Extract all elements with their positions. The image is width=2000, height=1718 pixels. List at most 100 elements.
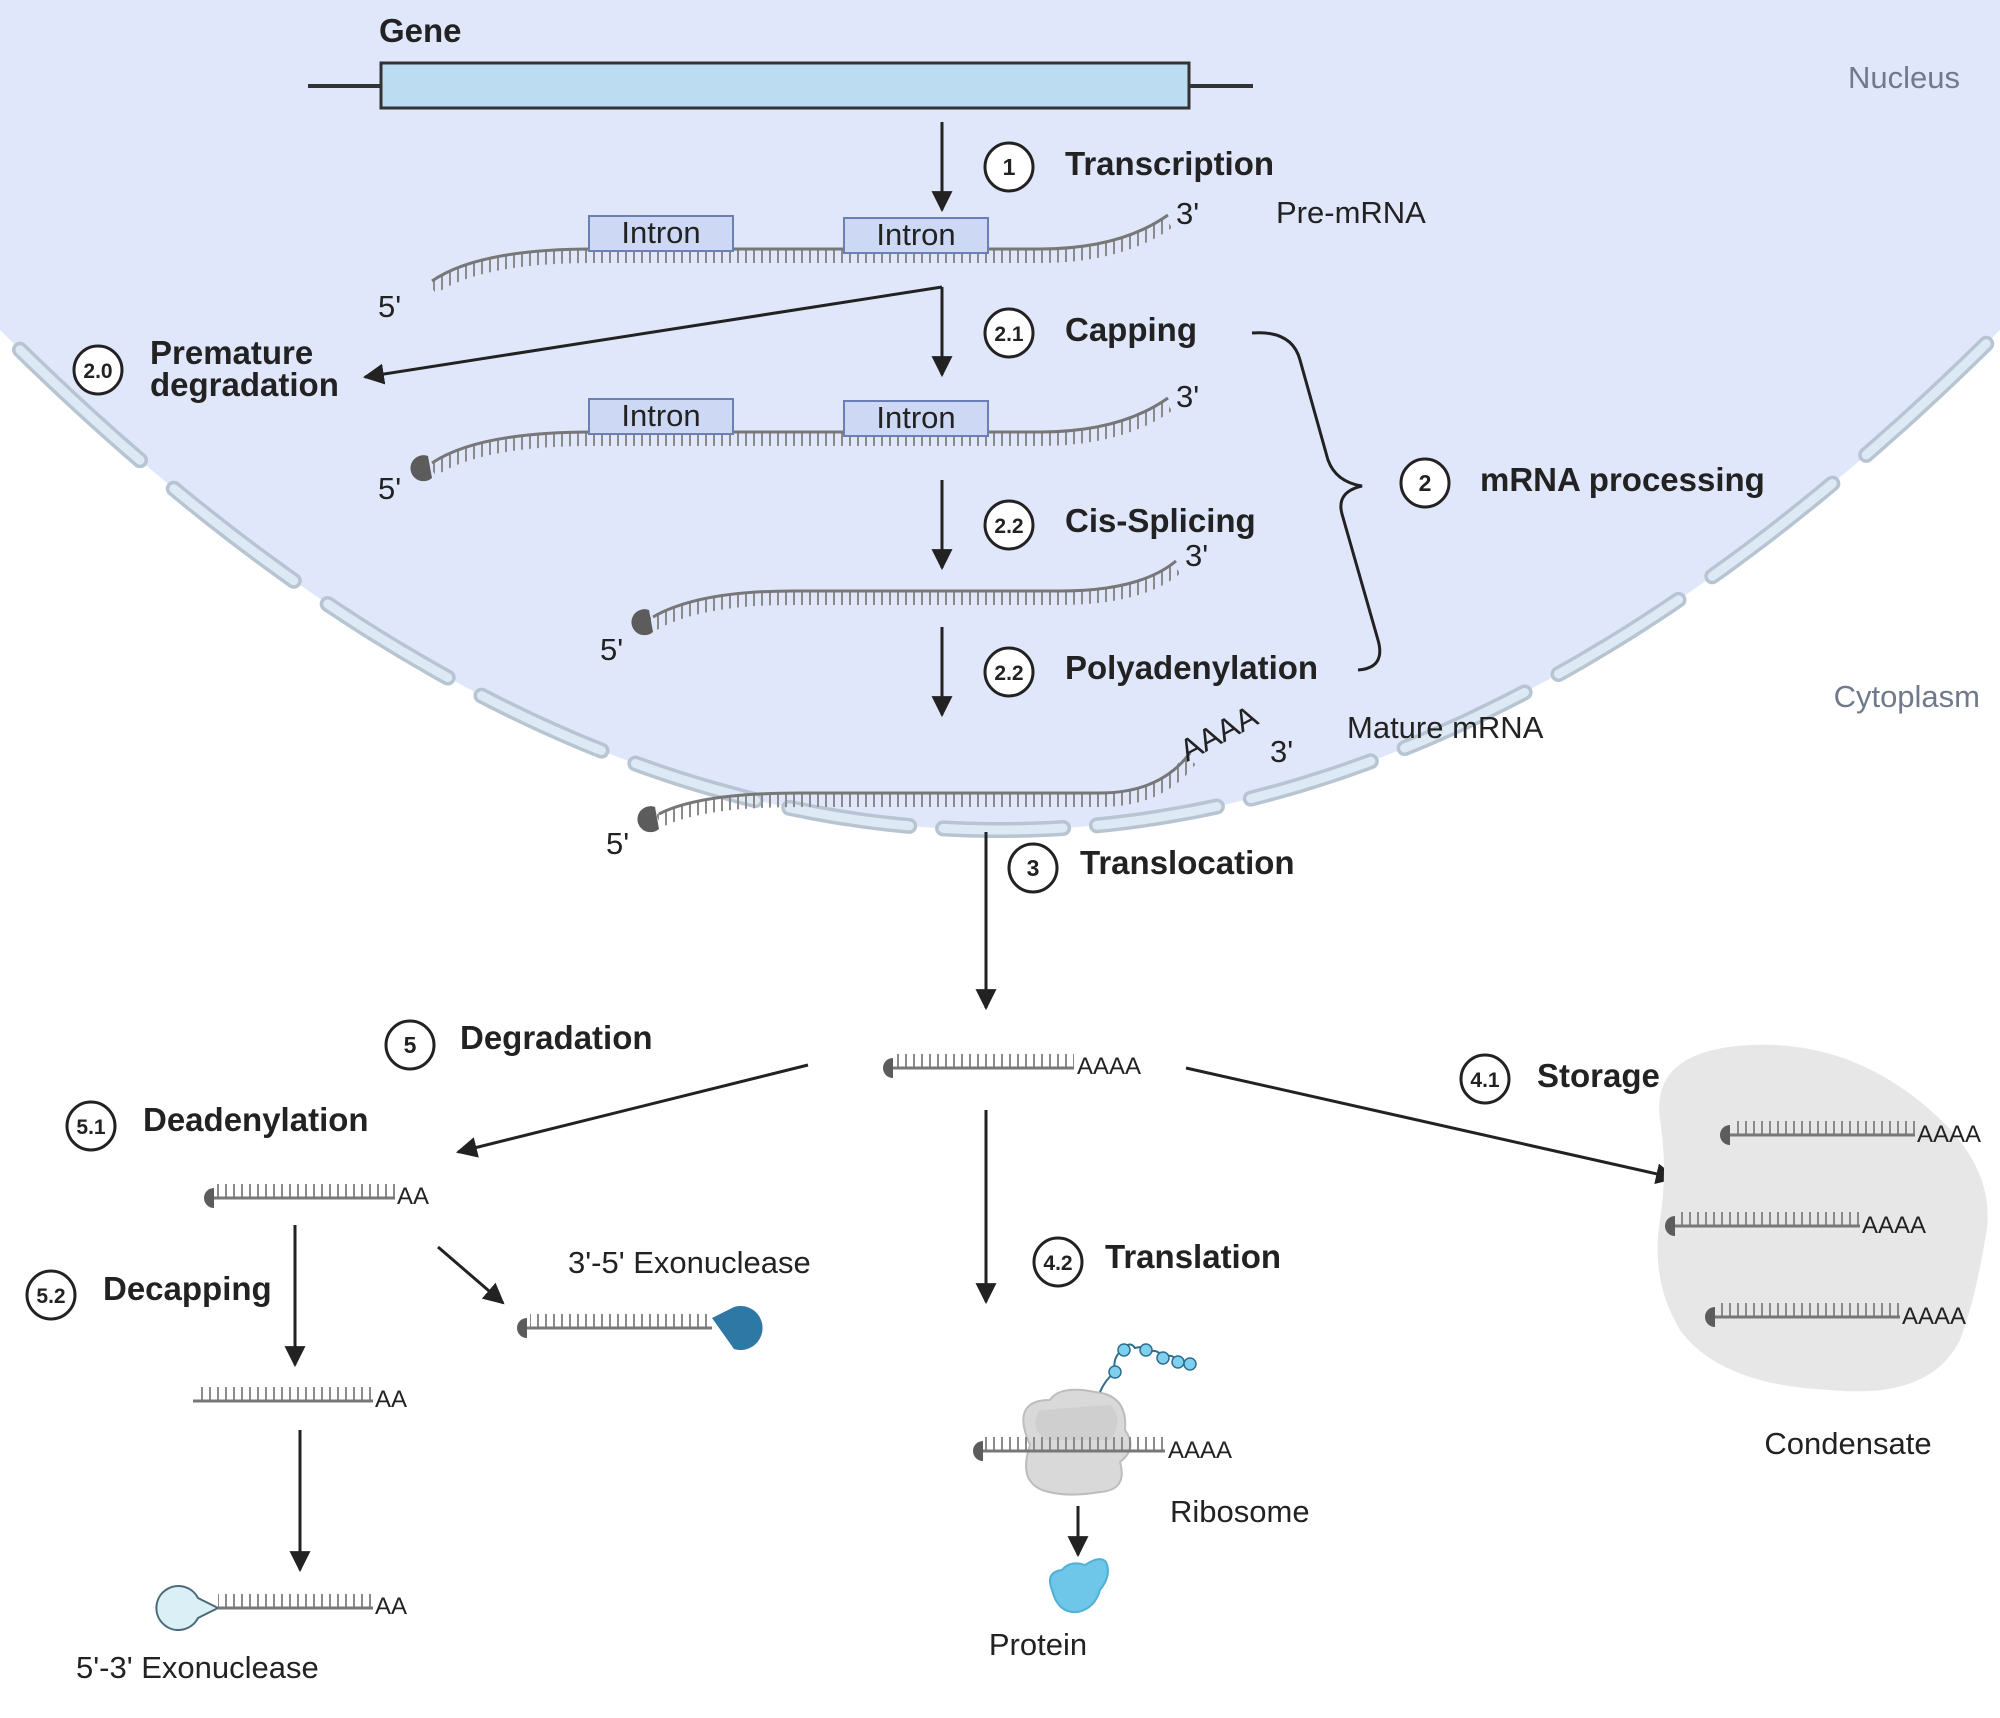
intron-label: Intron xyxy=(876,400,955,435)
step-2-0-badge: 2.0 xyxy=(72,344,124,396)
arrow-3-5-exonuclease xyxy=(437,1245,505,1305)
pre-mrna: Intron Intron 5' 3' Pre-mRNA xyxy=(378,195,1426,324)
nucleus-label: Nucleus xyxy=(1848,60,1960,95)
step-4-1-badge: 4.1 xyxy=(1459,1053,1511,1105)
poly-a-tail-short: AA xyxy=(375,1593,407,1620)
step-2-2b-badge: 2.2 xyxy=(983,646,1035,698)
step-1-badge: 1 xyxy=(983,141,1035,193)
step-2-0-label: Premature xyxy=(150,334,313,371)
stored-mrna: AAAA xyxy=(1720,1121,1981,1148)
arrow-degradation xyxy=(455,1063,809,1158)
condensate-label: Condensate xyxy=(1764,1426,1931,1461)
five-prime-label: 5' xyxy=(600,632,623,667)
three-prime-label: 3' xyxy=(1176,196,1199,231)
intron-box xyxy=(843,400,989,437)
gene-label: Gene xyxy=(379,12,462,49)
poly-a-tail-short: AA xyxy=(375,1386,407,1413)
svg-text:2.2: 2.2 xyxy=(994,662,1023,685)
step-2-label: mRNA processing xyxy=(1480,461,1765,498)
step-5-label: Degradation xyxy=(460,1019,653,1056)
protein-icon xyxy=(1049,1558,1109,1614)
step-5-2-label: Decapping xyxy=(103,1270,272,1307)
envelope-segment-inner xyxy=(1861,339,1991,460)
five-prime-cap xyxy=(637,806,659,833)
step-2-1-label: Capping xyxy=(1065,311,1197,348)
step-2-1-badge: 2.1 xyxy=(983,307,1035,359)
protein-label: Protein xyxy=(989,1627,1087,1662)
svg-text:AAAA: AAAA xyxy=(1917,1121,1981,1148)
pre-mrna-label: Pre-mRNA xyxy=(1276,195,1426,230)
svg-text:5.2: 5.2 xyxy=(36,1285,65,1308)
envelope-segment-inner xyxy=(1400,687,1530,753)
five-prime-label: 5' xyxy=(378,471,401,506)
mature-mrna-label: Mature mRNA xyxy=(1347,710,1544,745)
condensate: AAAA AAAA AAAA xyxy=(1657,1044,1988,1392)
ribosome-complex: AAAA xyxy=(973,1343,1232,1496)
stored-mrna: AAAA xyxy=(1705,1303,1966,1330)
poly-a-tail: AAAA xyxy=(1077,1053,1141,1080)
nucleus xyxy=(0,0,2000,830)
intron-box xyxy=(588,215,734,252)
exo-3-5-label: 3'-5' Exonuclease xyxy=(568,1245,811,1280)
capped-pre-mrna: Intron Intron 5' 3' xyxy=(378,379,1199,506)
step-4-2-label: Translation xyxy=(1105,1238,1281,1275)
five-prime-label: 5' xyxy=(606,826,629,861)
step-4-1-label: Storage xyxy=(1537,1057,1660,1094)
envelope-segment-inner xyxy=(938,823,1068,835)
step-5-2-badge: 5.2 xyxy=(25,1269,77,1321)
step-5-badge: 5 xyxy=(384,1019,436,1071)
mrna-with-5-3-exonuclease: AA xyxy=(155,1585,407,1631)
cytoplasmic-mrna: AAAA xyxy=(883,1053,1141,1080)
envelope-segment-inner xyxy=(1092,802,1222,830)
arrow-premature-degradation xyxy=(362,285,943,385)
deadenylated-mrna: AA xyxy=(204,1183,429,1210)
gene-box xyxy=(379,61,1191,110)
five-prime-label: 5' xyxy=(378,289,401,324)
envelope-segment-inner xyxy=(784,803,914,831)
five-prime-cap xyxy=(410,455,432,482)
intron-label: Intron xyxy=(876,217,955,252)
step-5-1-label: Deadenylation xyxy=(143,1101,369,1138)
svg-text:3: 3 xyxy=(1027,855,1040,881)
envelope-segment-inner xyxy=(1554,595,1683,679)
five-prime-cap xyxy=(204,1188,214,1208)
gene: Gene xyxy=(308,12,1253,110)
three-prime-label: 3' xyxy=(1185,538,1208,573)
mrna-with-3-5-exonuclease xyxy=(517,1305,763,1350)
five-prime-cap xyxy=(973,1441,983,1461)
step-1-label: Transcription xyxy=(1065,145,1274,182)
envelope-segment-inner xyxy=(15,345,145,465)
svg-text:4.2: 4.2 xyxy=(1043,1252,1072,1275)
arrow-storage xyxy=(1185,1066,1678,1185)
five-prime-cap xyxy=(883,1058,893,1078)
svg-text:2.1: 2.1 xyxy=(994,323,1024,346)
step-3-badge: 3 xyxy=(1007,842,1059,894)
svg-text:2.0: 2.0 xyxy=(83,360,112,383)
exonuclease-3-5-icon xyxy=(712,1305,763,1350)
intron-label: Intron xyxy=(621,398,700,433)
step-4-2-badge: 4.2 xyxy=(1032,1236,1084,1288)
exonuclease-5-3-icon xyxy=(155,1585,221,1631)
svg-text:2: 2 xyxy=(1419,470,1432,496)
svg-text:5.1: 5.1 xyxy=(76,1116,106,1139)
intron-label: Intron xyxy=(621,215,700,250)
svg-text:4.1: 4.1 xyxy=(1470,1069,1500,1092)
nuclear-envelope xyxy=(12,335,1995,838)
three-prime-label: 3' xyxy=(1270,734,1293,769)
svg-text:AAAA: AAAA xyxy=(1902,1303,1966,1330)
mrna-processing-bracket xyxy=(1251,331,1382,672)
three-prime-label: 3' xyxy=(1176,379,1199,414)
svg-text:5: 5 xyxy=(404,1032,417,1058)
svg-text:2.2: 2.2 xyxy=(994,515,1023,538)
five-prime-cap xyxy=(631,609,653,636)
step-3-label: Translocation xyxy=(1080,844,1295,881)
step-2-2-splicing-label: Cis-Splicing xyxy=(1065,502,1256,539)
five-prime-cap xyxy=(517,1318,527,1338)
intron-box xyxy=(843,217,989,254)
step-5-1-badge: 5.1 xyxy=(65,1100,117,1152)
poly-a-tail: AAAA xyxy=(1168,1437,1232,1464)
envelope-segment-inner xyxy=(169,484,299,586)
svg-text:AAAA: AAAA xyxy=(1862,1212,1926,1239)
